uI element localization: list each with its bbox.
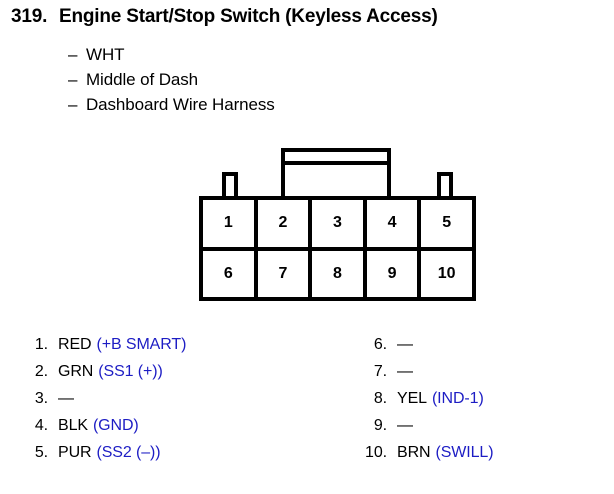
pin-legend-left-column: 1. RED(+B SMART) 2. GRN(SS1 (+)) 3. — 4. BLK(GN… xyxy=(18,336,187,471)
pin-legend-row: 1. RED(+B SMART) xyxy=(18,336,187,363)
connector-pin-8: 8 xyxy=(308,250,363,297)
pin-legend-row: 10. BRN(SWILL) xyxy=(357,444,494,471)
pin-legend-row: 2. GRN(SS1 (+)) xyxy=(18,363,186,390)
pin-legend-row: 4. BLK(GND) xyxy=(18,417,186,444)
page-title-number: 319. xyxy=(11,6,48,27)
page-title-text: Engine Start/Stop Switch (Keyless Access… xyxy=(59,6,438,27)
pin-legend-number: 8. xyxy=(373,390,387,407)
header-bullet-label: WHT xyxy=(86,45,125,64)
pin-legend-number: 1. xyxy=(34,336,48,353)
connector-pin-2: 2 xyxy=(253,200,309,247)
connector-right-notch-icon xyxy=(437,172,453,200)
pin-legend-number: 6. xyxy=(373,336,387,353)
pin-legend-row: 8. YEL(IND-1) xyxy=(357,390,493,417)
header-bullet-item: –Middle of Dash xyxy=(68,67,275,92)
pin-legend-wire-color: PUR xyxy=(58,444,92,461)
pin-legend-number: 4. xyxy=(34,417,48,434)
pin-legend-number: 7. xyxy=(373,363,387,380)
header-bullet-label: Dashboard Wire Harness xyxy=(86,95,275,114)
pin-legend-number: 5. xyxy=(34,444,48,461)
connector-center-tab-bar-icon xyxy=(281,161,391,165)
pin-legend-wire-color: — xyxy=(58,390,74,407)
connector-pin-10: 10 xyxy=(417,250,472,297)
pin-legend-signal-name: (SS1 (+)) xyxy=(98,363,163,380)
bullet-dash-icon: – xyxy=(68,95,78,114)
header-bullet-item: –Dashboard Wire Harness xyxy=(68,92,275,117)
pin-legend-wire-color: BRN xyxy=(397,444,431,461)
pin-legend-right-column: 6. — 7. — 8. YEL(IND-1) 9. — 10. BRN(SWILL) xyxy=(357,336,494,471)
pin-legend-signal-name: (IND-1) xyxy=(431,390,484,407)
connector-center-tab-icon xyxy=(281,148,391,196)
connector-pin-9: 9 xyxy=(362,250,418,297)
connector-pin-6: 6 xyxy=(223,264,233,282)
pin-legend-row: 9. — xyxy=(357,417,493,444)
connector-pin-1: 1 xyxy=(223,214,233,232)
pin-legend-row: 7. — xyxy=(357,363,493,390)
pin-legend-wire-color: — xyxy=(397,336,413,353)
pin-legend-signal-name: (GND) xyxy=(92,417,139,434)
pin-legend-signal-name: (SWILL) xyxy=(435,444,494,461)
header-bullet-list: –WHT–Middle of Dash–Dashboard Wire Harne… xyxy=(68,42,275,117)
pin-legend-wire-color: — xyxy=(397,417,413,434)
pin-legend-wire-color: RED xyxy=(58,336,92,353)
bullet-dash-icon: – xyxy=(68,45,78,64)
pin-legend-wire-color: — xyxy=(397,363,413,380)
connector-left-notch-icon xyxy=(222,172,238,200)
pin-legend-wire-color: YEL xyxy=(397,390,427,407)
pin-legend-signal-name: (+B SMART) xyxy=(96,336,187,353)
pin-legend-number: 9. xyxy=(373,417,387,434)
pin-legend-number: 3. xyxy=(34,390,48,407)
connector-pin-7: 7 xyxy=(253,250,309,297)
pin-legend-row: 6. — xyxy=(357,336,493,363)
header-bullet-item: –WHT xyxy=(68,42,275,67)
pin-legend-signal-name: (SS2 (–)) xyxy=(96,444,161,461)
pin-legend-number: 2. xyxy=(34,363,48,380)
header-bullet-label: Middle of Dash xyxy=(86,70,198,89)
connector-pin-3: 3 xyxy=(308,200,363,247)
page-title: 319. Engine Start/Stop Switch (Keyless Ac… xyxy=(11,6,438,28)
pin-legend-row: 3. — xyxy=(18,390,186,417)
bullet-dash-icon: – xyxy=(68,70,78,89)
connector-pin-4: 4 xyxy=(362,200,418,247)
connector-pin-5: 5 xyxy=(417,200,472,247)
pin-legend-row: 5. PUR(SS2 (–)) xyxy=(18,444,186,471)
pin-legend-wire-color: GRN xyxy=(58,363,94,380)
pin-legend-number: 10. xyxy=(365,444,387,461)
pin-legend-wire-color: BLK xyxy=(58,417,88,434)
